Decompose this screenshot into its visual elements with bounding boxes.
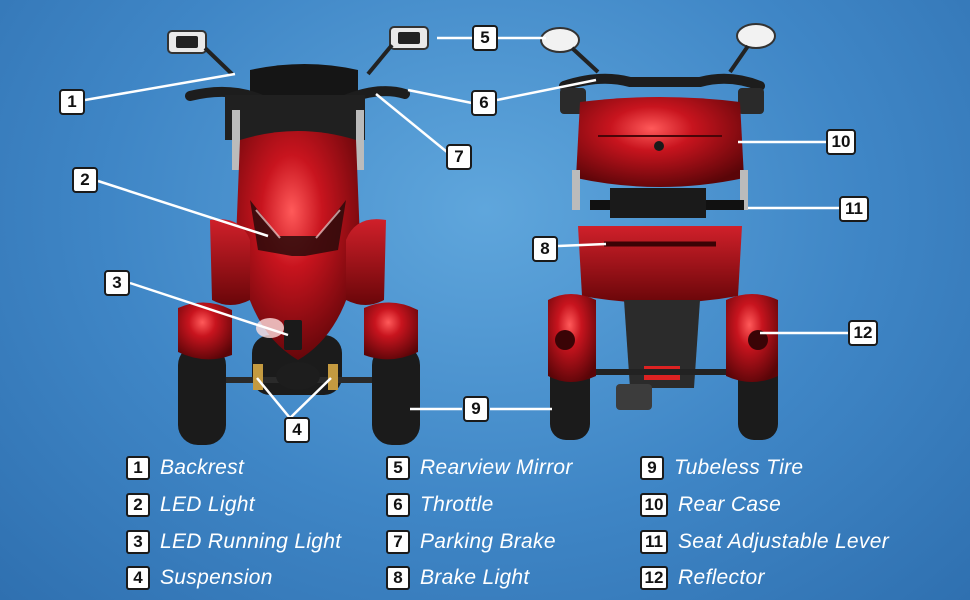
legend-item-brake-light: 8 Brake Light bbox=[386, 564, 530, 592]
reflector-right bbox=[748, 330, 768, 350]
callout-11: 11 bbox=[839, 196, 869, 222]
callout-5: 5 bbox=[472, 25, 498, 51]
legend-label: Reflector bbox=[678, 566, 765, 589]
callout-6: 6 bbox=[471, 90, 497, 116]
legend-number: 3 bbox=[126, 530, 150, 554]
legend-label: Brake Light bbox=[420, 566, 530, 589]
legend-item-led-running-light: 3 LED Running Light bbox=[126, 528, 341, 556]
callout-2: 2 bbox=[72, 167, 98, 193]
front-view-scooter bbox=[167, 26, 429, 445]
legend-number: 5 bbox=[386, 456, 410, 480]
legend-label: Seat Adjustable Lever bbox=[678, 530, 889, 553]
legend-label: LED Light bbox=[160, 493, 255, 516]
legend-label: Rear Case bbox=[678, 493, 782, 516]
legend-item-backrest: 1 Backrest bbox=[126, 454, 244, 482]
callout-9: 9 bbox=[463, 396, 489, 422]
legend-label: LED Running Light bbox=[160, 530, 342, 553]
legend-item-throttle: 6 Throttle bbox=[386, 491, 494, 519]
legend-number: 7 bbox=[386, 530, 410, 554]
suspension-left bbox=[253, 364, 263, 390]
callout-12: 12 bbox=[848, 320, 878, 346]
legend-label: Backrest bbox=[160, 456, 245, 479]
legend-item-seat-adjustable-lever: 11 Seat Adjustable Lever bbox=[640, 528, 889, 556]
callout-1: 1 bbox=[59, 89, 85, 115]
callout-4: 4 bbox=[284, 417, 310, 443]
legend-item-led-light: 2 LED Light bbox=[126, 491, 255, 519]
legend-label: Tubeless Tire bbox=[674, 456, 804, 479]
legend-number: 4 bbox=[126, 566, 150, 590]
led-light bbox=[250, 200, 346, 256]
legend-label: Rearview Mirror bbox=[420, 456, 573, 479]
suspension-right bbox=[328, 364, 338, 390]
legend-label: Suspension bbox=[160, 566, 273, 589]
legend-label: Parking Brake bbox=[420, 530, 556, 553]
legend-number: 1 bbox=[126, 456, 150, 480]
legend-number: 6 bbox=[386, 493, 410, 517]
front-view-tire-left bbox=[178, 345, 226, 445]
callout-3: 3 bbox=[104, 270, 130, 296]
callout-10: 10 bbox=[826, 129, 856, 155]
legend-number: 8 bbox=[386, 566, 410, 590]
legend-number: 12 bbox=[640, 566, 668, 590]
legend-number: 11 bbox=[640, 530, 668, 554]
legend-item-parking-brake: 7 Parking Brake bbox=[386, 528, 556, 556]
legend-number: 9 bbox=[640, 456, 664, 480]
reflector-left bbox=[555, 330, 575, 350]
led-running-light bbox=[284, 320, 302, 350]
legend-item-reflector: 12 Reflector bbox=[640, 564, 765, 592]
callout-8: 8 bbox=[532, 236, 558, 262]
legend-item-suspension: 4 Suspension bbox=[126, 564, 273, 592]
legend-number: 10 bbox=[640, 493, 668, 517]
legend-label: Throttle bbox=[420, 493, 494, 516]
legend-item-rearview-mirror: 5 Rearview Mirror bbox=[386, 454, 573, 482]
brake-light bbox=[578, 226, 742, 303]
legend-item-tubeless-tire: 9 Tubeless Tire bbox=[640, 454, 803, 482]
callout-7: 7 bbox=[446, 144, 472, 170]
front-view-tire-right bbox=[372, 345, 420, 445]
legend-number: 2 bbox=[126, 493, 150, 517]
rear-view-scooter bbox=[540, 23, 778, 440]
legend-item-rear-case: 10 Rear Case bbox=[640, 491, 781, 519]
